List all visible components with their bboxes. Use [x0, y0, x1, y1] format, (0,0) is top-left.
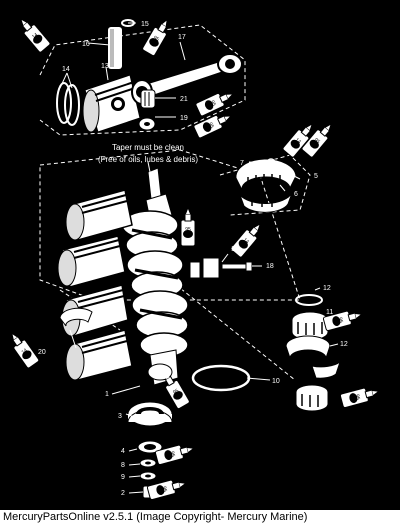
- piston-pin: [108, 27, 122, 69]
- piston-stack: [57, 189, 133, 381]
- oil-seal: [137, 440, 163, 454]
- svg-text:95: 95: [161, 486, 168, 493]
- rod-cap: [189, 257, 253, 279]
- tube-icon: 95: [192, 109, 234, 139]
- callout-label: 12: [323, 285, 331, 292]
- svg-text:14: 14: [294, 137, 302, 145]
- tube-icon: 14: [229, 220, 266, 259]
- callout-label: 7: [240, 160, 244, 167]
- retaining-ring-upper: [295, 294, 323, 306]
- footer-copyright: MercuryPartsOnline v2.5.1 (Image Copyrig…: [3, 511, 308, 523]
- callout-label: 12: [340, 341, 348, 348]
- ball-bearing: [127, 401, 173, 435]
- callout-label: 15: [141, 21, 149, 28]
- callout-label: 18: [266, 263, 274, 270]
- piston-rings: [56, 82, 80, 126]
- svg-text:95: 95: [185, 227, 191, 233]
- callout-label: 4: [121, 448, 125, 455]
- callout-label: 11: [326, 309, 333, 316]
- callout-label: 13: [101, 63, 109, 70]
- svg-text:14: 14: [31, 32, 39, 40]
- svg-text:14: 14: [21, 347, 29, 355]
- callout-label: 3: [118, 413, 122, 420]
- lubricant-tubes: 14 95 95 95 95 14 95 14 95 14 95 95 95 9…: [6, 15, 380, 501]
- callout-label: 10: [272, 378, 280, 385]
- leader-lines: [59, 22, 339, 494]
- bearing-race-halves: [285, 335, 341, 379]
- callout-label: 9: [121, 474, 125, 481]
- footer-bar: MercuryPartsOnline v2.5.1 (Image Copyrig…: [0, 510, 400, 526]
- svg-text:95: 95: [169, 451, 176, 458]
- callout-label: 2: [121, 490, 125, 497]
- tube-icon: 14: [281, 120, 318, 159]
- svg-text:95: 95: [207, 122, 215, 130]
- callout-label: 5: [314, 173, 318, 180]
- callout-label: 17: [231, 246, 239, 253]
- bearing-half-left: [59, 307, 93, 327]
- note-line-2: (Free of oils, lubes & debris): [98, 155, 198, 164]
- thrust-washer: [138, 117, 156, 131]
- callout-label: 1: [105, 391, 109, 398]
- svg-text:95: 95: [337, 317, 344, 324]
- callout-label: 16: [82, 41, 90, 48]
- washer-lower: [139, 471, 157, 481]
- note-line-1: Taper must be clean: [112, 143, 184, 152]
- callout-label: 20: [38, 349, 46, 356]
- tube-icon: 95: [194, 87, 236, 117]
- callout-label: 17: [178, 34, 186, 41]
- tube-icon: 14: [15, 15, 52, 54]
- tube-icon: 95: [141, 16, 174, 57]
- roller-bearing-upper: [291, 311, 329, 341]
- tube-icon: 95: [158, 369, 191, 410]
- callout-label: 21: [180, 96, 188, 103]
- needle-bearing: [140, 89, 156, 109]
- tube-icon: 95: [322, 307, 363, 332]
- washer-upper: [139, 458, 157, 468]
- tube-icon: 95: [180, 208, 196, 247]
- callout-label: 14: [62, 66, 70, 73]
- rod-bearing-cage: [235, 158, 297, 213]
- snap-ring: [191, 364, 251, 392]
- tube-icon: 95: [146, 476, 187, 501]
- svg-text:95: 95: [152, 35, 160, 43]
- crankshaft: [121, 167, 189, 386]
- tube-icon: 95: [339, 384, 380, 409]
- svg-text:95: 95: [172, 388, 180, 396]
- exploded-parts-diagram: 14 95 95 95 95 14 95 14 95 14 95 95 95 9…: [6, 15, 380, 501]
- svg-text:14: 14: [242, 237, 250, 245]
- roller-bearing-lower: [295, 384, 329, 412]
- bearing-retainer-clip: [266, 158, 276, 168]
- svg-text:95: 95: [354, 394, 361, 401]
- piston: [82, 74, 141, 133]
- tube-icon: 95: [154, 441, 195, 466]
- callout-label: 8: [121, 462, 125, 469]
- tube-icon: 14: [6, 329, 40, 370]
- svg-text:95: 95: [209, 100, 217, 108]
- callout-label: 6: [294, 191, 298, 198]
- tube-icon: 95: [300, 120, 337, 159]
- callout-label: 19: [180, 115, 188, 122]
- part-callouts: 15 16 17 14 13 21 19 7 5 6 17 18 12 11 2…: [38, 21, 348, 497]
- svg-text:95: 95: [313, 137, 321, 145]
